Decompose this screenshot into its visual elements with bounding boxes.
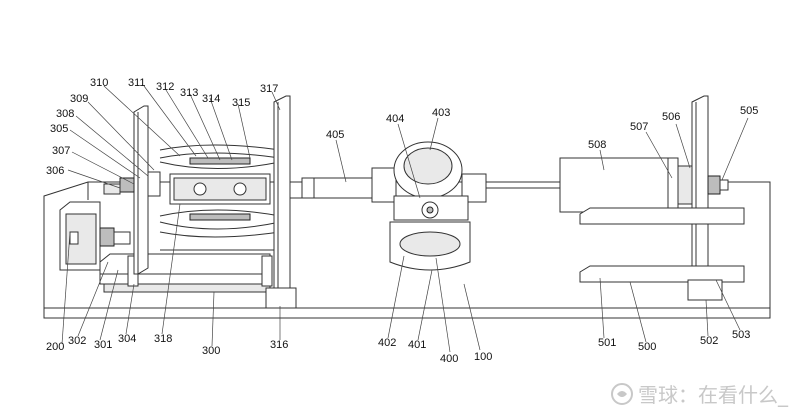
label-304: 304 <box>118 333 136 345</box>
label-200: 200 <box>46 341 64 353</box>
label-507: 507 <box>630 121 648 133</box>
label-302: 302 <box>68 335 86 347</box>
label-501: 501 <box>598 337 616 349</box>
watermark: 雪球：在看什么_ <box>610 379 788 408</box>
label-506: 506 <box>662 111 680 123</box>
label-301: 301 <box>94 339 112 351</box>
xueqiu-logo-icon <box>611 382 633 405</box>
shaft-405 <box>301 177 373 199</box>
label-300: 300 <box>202 345 220 357</box>
label-500: 500 <box>638 341 656 353</box>
leader-lines <box>61 85 749 353</box>
label-308: 308 <box>56 108 74 120</box>
label-508: 508 <box>588 139 606 151</box>
label-316: 316 <box>270 339 288 351</box>
label-313: 313 <box>180 87 198 99</box>
reference-labels: 310 311 312 313 314 315 317 309 308 305 … <box>46 77 758 365</box>
label-307: 307 <box>52 145 70 157</box>
label-502: 502 <box>700 335 718 347</box>
label-404: 404 <box>386 113 404 125</box>
left-disk-assembly <box>103 105 161 275</box>
spring-assembly <box>159 144 281 251</box>
label-311: 311 <box>128 77 146 89</box>
label-317: 317 <box>260 83 278 95</box>
label-309: 309 <box>70 93 88 105</box>
label-503: 503 <box>732 329 750 341</box>
label-315: 315 <box>232 97 250 109</box>
support-rail-300 <box>99 253 273 293</box>
right-assembly-500 <box>559 95 745 301</box>
sensor-assembly-400 <box>371 141 560 271</box>
right-frame-317 <box>265 95 303 309</box>
label-400: 400 <box>440 353 458 365</box>
label-402: 402 <box>378 337 396 349</box>
label-312: 312 <box>156 81 174 93</box>
watermark-text: 雪球：在看什么_ <box>638 383 788 407</box>
label-318: 318 <box>154 333 172 345</box>
motor-200 <box>59 201 131 271</box>
label-314: 314 <box>202 93 220 105</box>
label-305: 305 <box>50 123 68 135</box>
label-505: 505 <box>740 105 758 117</box>
label-405: 405 <box>326 129 344 141</box>
label-403: 403 <box>432 107 450 119</box>
label-310: 310 <box>90 77 108 89</box>
label-306: 306 <box>46 165 64 177</box>
label-401: 401 <box>408 339 426 351</box>
label-100: 100 <box>474 351 492 363</box>
